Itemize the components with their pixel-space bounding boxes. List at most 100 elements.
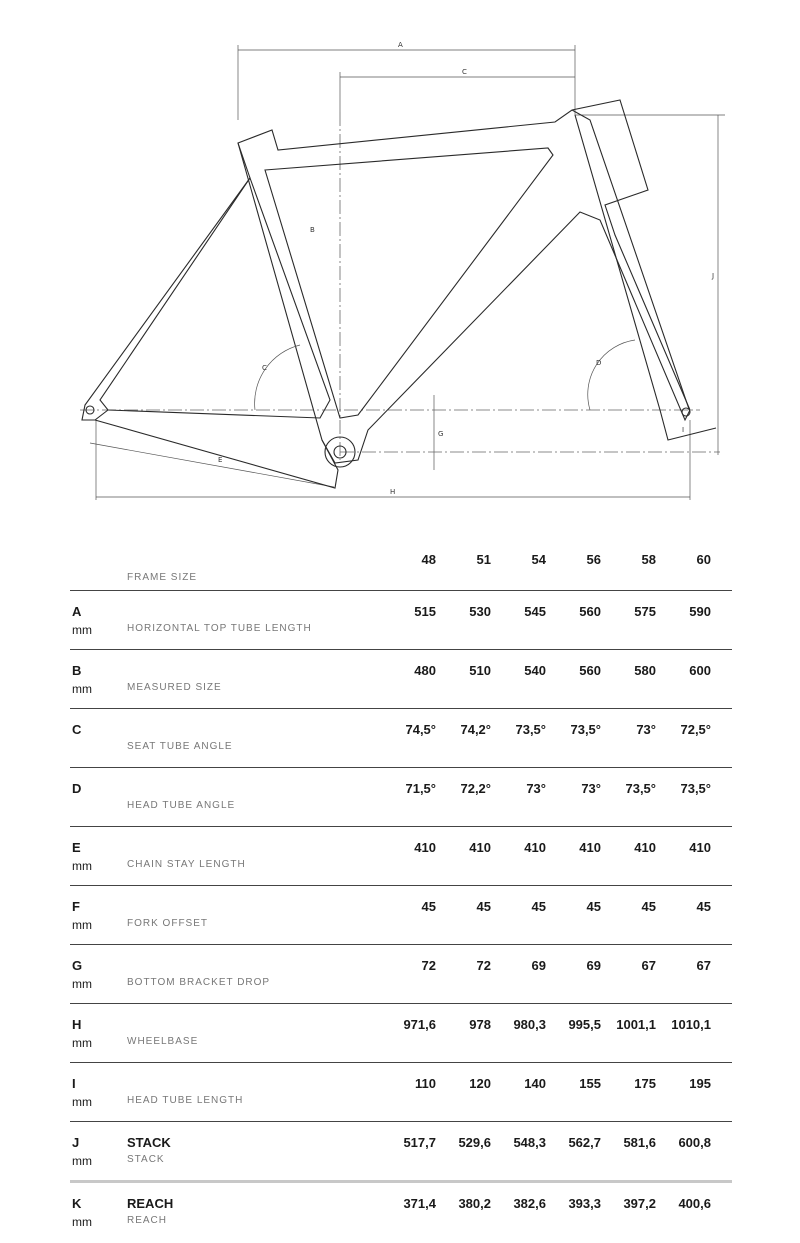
row-value: 480 — [414, 663, 436, 678]
row-title: REACH — [127, 1196, 174, 1211]
dim-letter-j: J — [711, 272, 714, 280]
row-value: 195 — [689, 1076, 711, 1091]
row-value: 45 — [641, 899, 656, 914]
row-value: 73° — [636, 722, 656, 737]
dim-letter-a: A — [398, 41, 403, 49]
row-label: STACK — [127, 1154, 165, 1165]
row-value: 548,3 — [513, 1135, 546, 1150]
row-value: 545 — [524, 604, 546, 619]
row-value: 410 — [469, 840, 491, 855]
row-value: 175 — [634, 1076, 656, 1091]
row-value: 600 — [689, 663, 711, 678]
row-label: MEASURED SIZE — [127, 682, 222, 693]
size-60: 60 — [696, 552, 711, 567]
size-54: 54 — [531, 552, 546, 567]
row-value: 410 — [634, 840, 656, 855]
row-value: 540 — [524, 663, 546, 678]
dim-letter-i: I — [682, 426, 684, 434]
row-value: 45 — [586, 899, 601, 914]
row-letter: B — [72, 663, 82, 678]
row-value: 71,5° — [405, 781, 436, 796]
row-unit: mm — [72, 1036, 92, 1050]
dimension-lines — [89, 45, 725, 500]
row-value: 67 — [641, 958, 656, 973]
row-value: 400,6 — [678, 1196, 711, 1211]
dim-letter-d-angle: D — [596, 359, 601, 367]
row-value: 590 — [689, 604, 711, 619]
row-label: REACH — [127, 1215, 168, 1226]
dimension-letters: A C B J C D I G E H — [218, 41, 714, 496]
row-letter: H — [72, 1017, 82, 1032]
row-value: 971,6 — [403, 1017, 436, 1032]
size-58: 58 — [641, 552, 656, 567]
row-letter: J — [72, 1135, 80, 1150]
row-value: 140 — [524, 1076, 546, 1091]
row-value: 73,5° — [680, 781, 711, 796]
row-value: 560 — [579, 663, 601, 678]
row-letter: C — [72, 722, 82, 737]
row-letter: G — [72, 958, 83, 973]
row-letter: D — [72, 781, 82, 796]
row-letter: A — [72, 604, 82, 619]
row-value: 120 — [469, 1076, 491, 1091]
row-value: 600,8 — [678, 1135, 711, 1150]
row-value: 73° — [581, 781, 601, 796]
row-unit: mm — [72, 1095, 92, 1109]
row-value: 560 — [579, 604, 601, 619]
table-header-row: FRAME SIZE 48 51 54 56 58 60 — [70, 540, 732, 591]
row-value: 562,7 — [568, 1135, 601, 1150]
row-value: 45 — [531, 899, 546, 914]
row-value: 1010,1 — [671, 1017, 711, 1032]
row-value: 371,4 — [403, 1196, 436, 1211]
dim-letter-e: E — [218, 456, 222, 464]
row-value: 67 — [696, 958, 711, 973]
centerlines — [80, 112, 720, 460]
row-value: 73,5° — [625, 781, 656, 796]
row-value: 382,6 — [513, 1196, 546, 1211]
row-value: 73° — [526, 781, 546, 796]
dim-letter-g: G — [438, 430, 443, 438]
row-value: 515 — [414, 604, 436, 619]
row-label: HEAD TUBE ANGLE — [127, 800, 236, 811]
row-label: HORIZONTAL TOP TUBE LENGTH — [127, 623, 312, 634]
row-label: FORK OFFSET — [127, 918, 208, 929]
size-48: 48 — [421, 552, 436, 567]
row-letter: I — [72, 1076, 76, 1091]
row-value: 72 — [476, 958, 491, 973]
dim-letter-c-angle: C — [262, 364, 267, 372]
row-value: 575 — [634, 604, 656, 619]
size-56: 56 — [586, 552, 601, 567]
row-value: 69 — [586, 958, 601, 973]
row-value: 73,5° — [515, 722, 546, 737]
row-unit: mm — [72, 623, 92, 637]
row-value: 410 — [524, 840, 546, 855]
row-value: 410 — [689, 840, 711, 855]
row-label: BOTTOM BRACKET DROP — [127, 977, 271, 988]
row-unit: mm — [72, 859, 92, 873]
row-value: 72,5° — [680, 722, 711, 737]
row-value: 581,6 — [623, 1135, 656, 1150]
row-value: 69 — [531, 958, 546, 973]
row-value: 72,2° — [460, 781, 491, 796]
row-title: STACK — [127, 1135, 171, 1150]
row-value: 517,7 — [403, 1135, 436, 1150]
row-value: 72 — [421, 958, 436, 973]
row-value: 45 — [421, 899, 436, 914]
row-label: CHAIN STAY LENGTH — [127, 859, 246, 870]
row-letter: E — [72, 840, 81, 855]
bike-frame — [81, 99, 717, 489]
size-51: 51 — [476, 552, 491, 567]
table-row: D HEAD TUBE ANGLE 71,5° 72,2° 73° 73° 73,5° 73,… — [70, 768, 732, 827]
row-value: 155 — [579, 1076, 601, 1091]
frame-size-label: FRAME SIZE — [127, 572, 198, 583]
